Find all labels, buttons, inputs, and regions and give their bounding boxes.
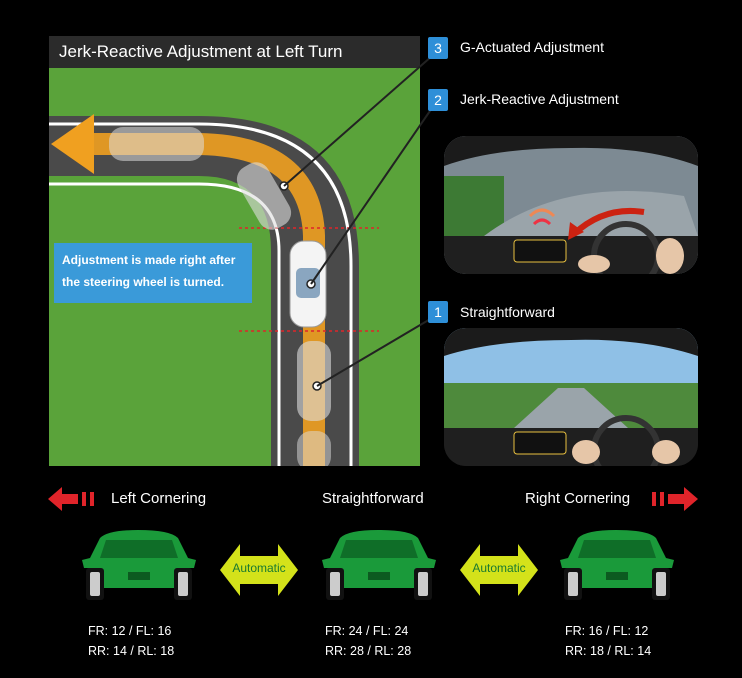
automatic-arrow-left: Automatic [220,544,298,596]
cockpit-turning-illustration [444,136,698,274]
settings-left-rear: RR: 14 / RL: 18 [88,644,175,658]
step-badge-1: 1 [428,301,448,323]
note-line-1: Adjustment is made right after [62,253,236,267]
mode-right-cornering: Right Cornering [525,490,631,507]
mode-left-cornering: Left Cornering [111,490,207,507]
automatic-label-1: Automatic [232,561,286,575]
left-arrow-icon [48,487,94,511]
settings-straight: FR: 24 / FL: 24 RR: 28 / RL: 28 [325,621,411,661]
settings-right: FR: 16 / FL: 12 RR: 18 / RL: 14 [565,621,651,661]
mode-straightforward: Straightforward [322,490,424,507]
adjustment-note: Adjustment is made right after the steer… [54,243,252,303]
diagram-title: Jerk-Reactive Adjustment at Left Turn [49,36,420,68]
settings-left: FR: 12 / FL: 16 RR: 14 / RL: 18 [88,621,174,661]
step-badge-3: 3 [428,37,448,59]
car-right-cornering-icon [560,530,674,600]
cockpit-view-turning [444,136,698,274]
settings-straight-front: FR: 24 / FL: 24 [325,624,409,638]
note-line-2: the steering wheel is turned. [62,275,225,289]
double-arrow-icon [220,544,298,596]
double-arrow-icon [460,544,538,596]
automatic-arrow-right: Automatic [460,544,538,596]
settings-left-front: FR: 12 / FL: 16 [88,624,172,638]
step-badge-2: 2 [428,89,448,111]
settings-right-rear: RR: 18 / RL: 14 [565,644,652,658]
settings-right-front: FR: 16 / FL: 12 [565,624,649,638]
settings-straight-rear: RR: 28 / RL: 28 [325,644,412,658]
car-left-cornering-icon [82,530,196,600]
automatic-label-2: Automatic [472,561,526,575]
step-label-3: G-Actuated Adjustment [460,39,604,55]
cockpit-straight-illustration [444,328,698,466]
car-straightforward-icon [322,530,436,600]
cockpit-view-straight [444,328,698,466]
step-label-2: Jerk-Reactive Adjustment [460,91,619,107]
right-arrow-icon [652,487,698,511]
step-label-1: Straightforward [460,304,555,320]
